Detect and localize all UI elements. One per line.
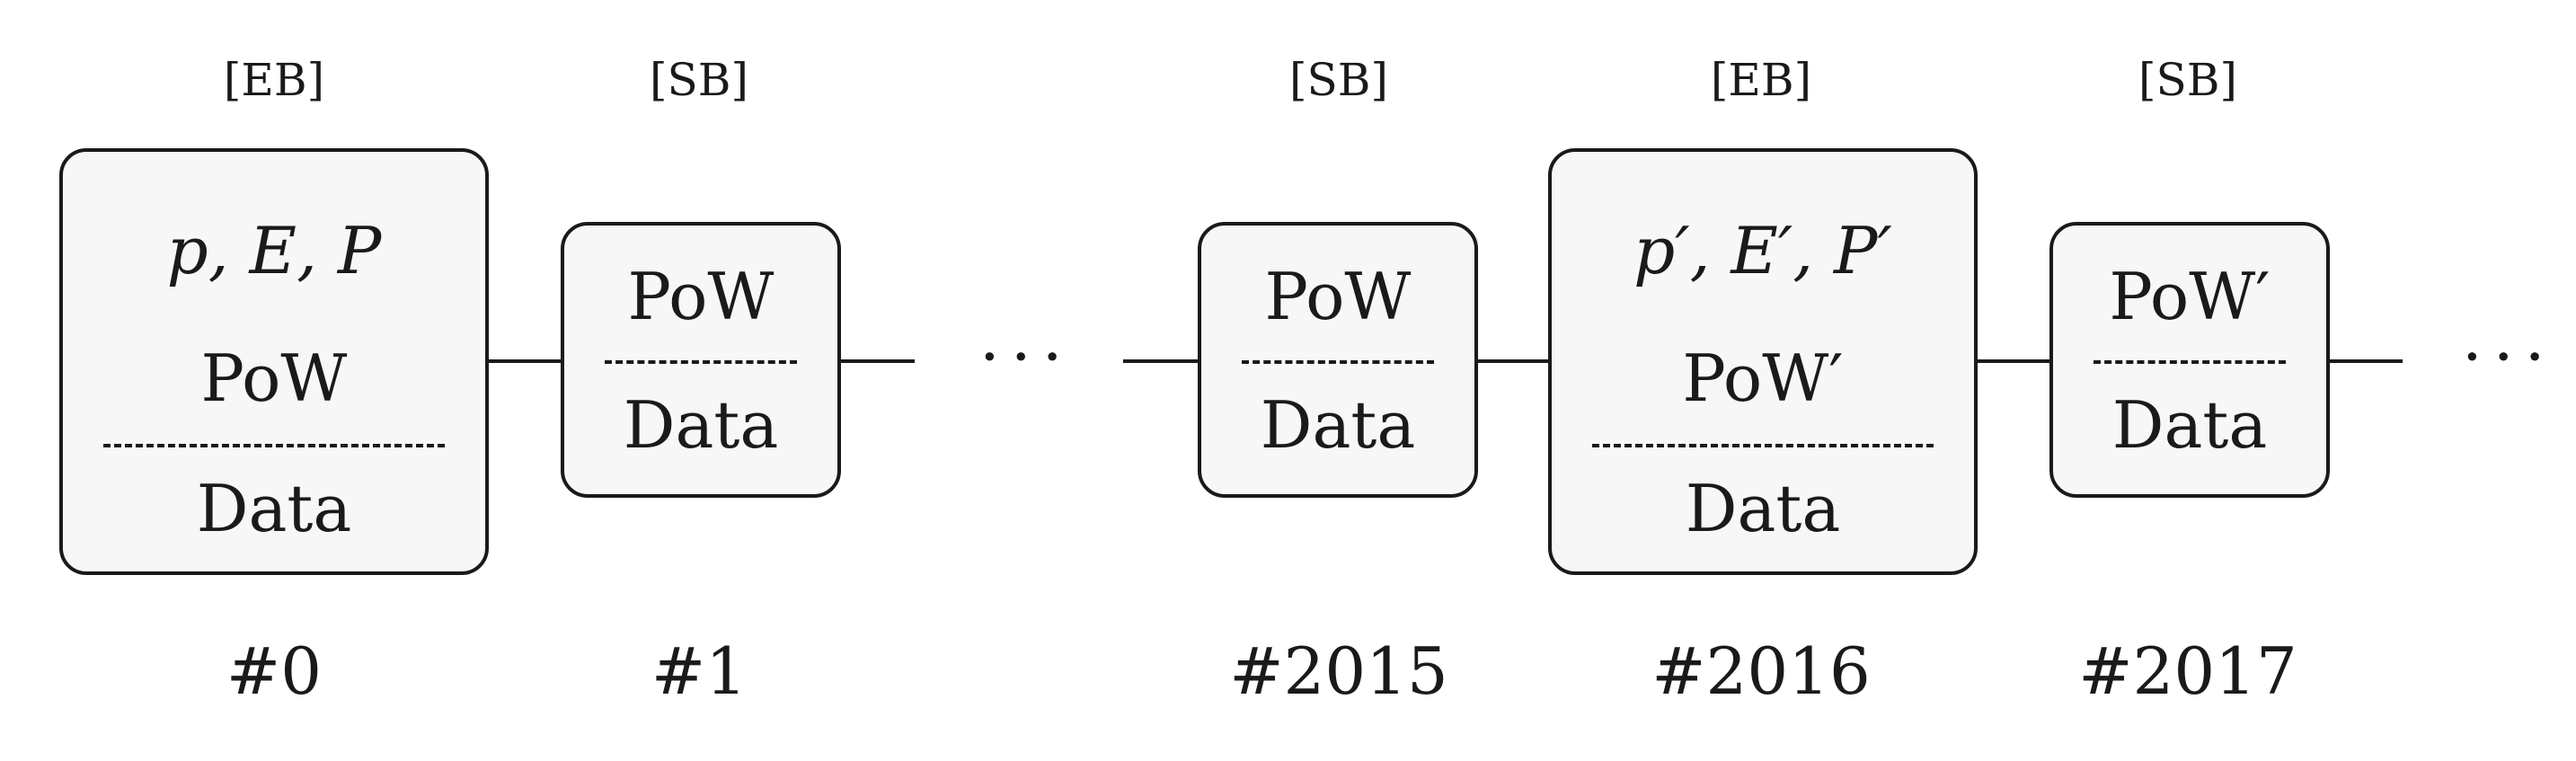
- block-data: Data: [1685, 471, 1841, 546]
- epoch-block-0: p, E, P PoW Data: [59, 148, 489, 575]
- block-pow: PoW′: [1682, 341, 1844, 416]
- block-tag-sb: [SB]: [2138, 54, 2237, 106]
- standard-block-2015: PoW Data: [1198, 222, 1478, 498]
- block-divider: [1592, 444, 1934, 447]
- block-params: p′, E′, P′: [1633, 213, 1892, 288]
- block-pow: PoW: [627, 259, 775, 334]
- block-number: #2015: [1229, 633, 1448, 709]
- chain-ellipsis: ···: [979, 319, 1074, 394]
- chain-link: [1123, 359, 1199, 363]
- epoch-block-2016: p′, E′, P′ PoW′ Data: [1548, 148, 1978, 575]
- standard-block-1: PoW Data: [561, 222, 841, 498]
- block-number: #2016: [1651, 633, 1871, 709]
- chain-link: [487, 359, 562, 363]
- block-divider: [1242, 360, 1434, 364]
- block-data: Data: [2111, 387, 2268, 463]
- block-tag-sb: [SB]: [1288, 54, 1388, 106]
- chain-link: [2327, 359, 2403, 363]
- block-data: Data: [623, 387, 779, 463]
- block-data: Data: [1260, 387, 1416, 463]
- block-tag-eb: [EB]: [223, 54, 325, 106]
- block-pow: PoW: [200, 341, 348, 416]
- block-divider: [2094, 360, 2286, 364]
- block-tag-sb: [SB]: [649, 54, 748, 106]
- chain-link: [1976, 359, 2051, 363]
- chain-link: [1475, 359, 1551, 363]
- block-divider: [103, 444, 445, 447]
- block-pow: PoW′: [2109, 259, 2271, 334]
- block-divider: [605, 360, 797, 364]
- chain-link: [839, 359, 915, 363]
- block-data: Data: [196, 471, 352, 546]
- block-number: #2017: [2078, 633, 2297, 709]
- chain-ellipsis: ···: [2462, 319, 2556, 394]
- block-params: p, E, P: [166, 213, 382, 288]
- standard-block-2017: PoW′ Data: [2049, 222, 2330, 498]
- block-tag-eb: [EB]: [1710, 54, 1812, 106]
- block-number: #1: [651, 633, 748, 709]
- block-number: #0: [226, 633, 323, 709]
- block-pow: PoW: [1264, 259, 1412, 334]
